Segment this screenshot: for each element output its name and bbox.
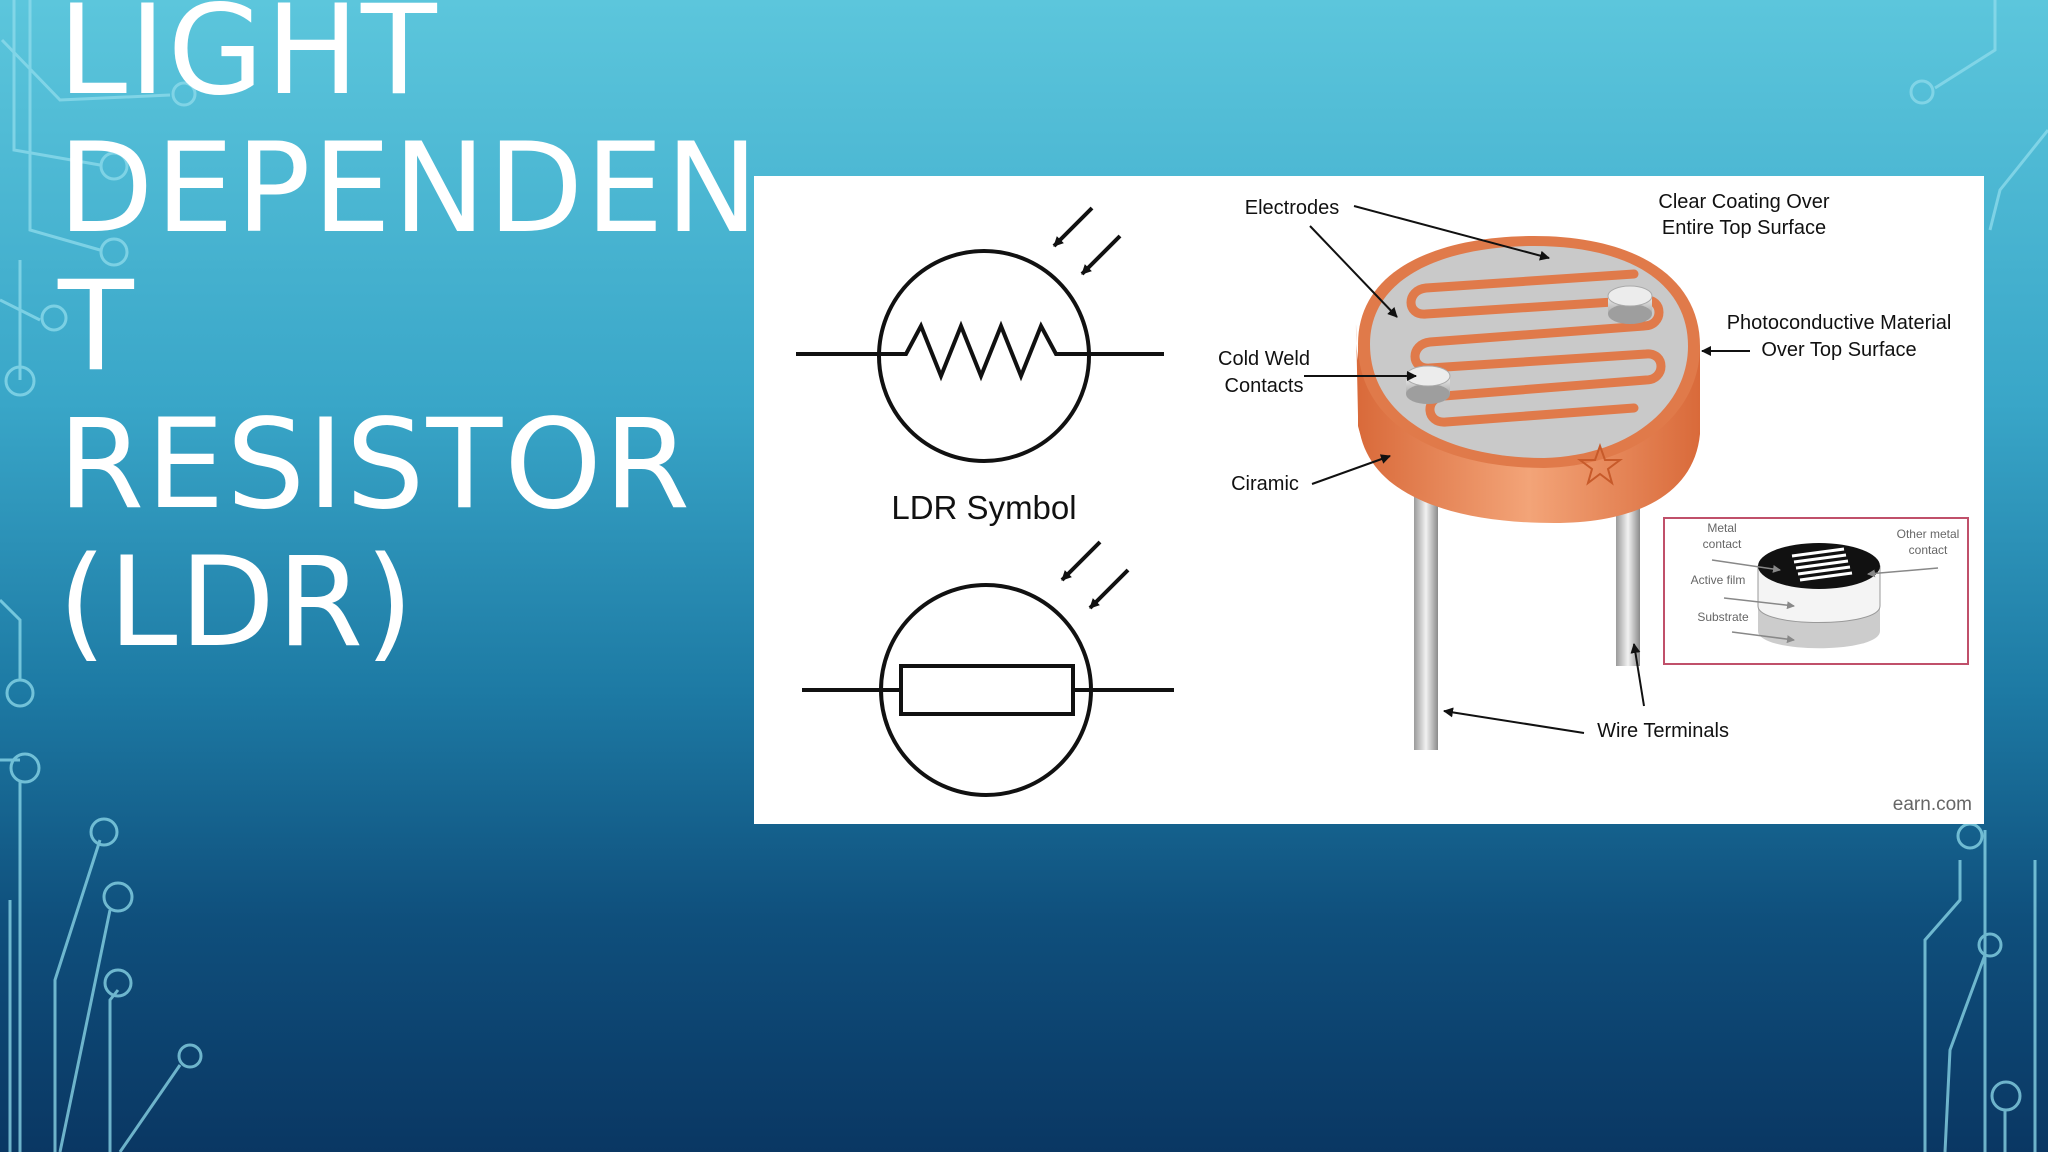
- inset-label-other-metal-line2: contact: [1909, 543, 1948, 557]
- label-wire-terminals: Wire Terminals: [1597, 720, 1729, 742]
- image-watermark: earn.com: [1893, 794, 1972, 815]
- ldr-symbol-box: [802, 540, 1174, 797]
- title-line: T: [58, 255, 136, 399]
- ldr-cross-section-inset: [1663, 517, 1969, 665]
- label-ciramic: Ciramic: [1231, 473, 1299, 495]
- ldr-diagram-svg: LDR Symbol: [796, 191, 1972, 815]
- slide-title: LIGHT DEPENDEN T RESISTOR (LDR): [58, 0, 758, 672]
- ldr-symbol-label: LDR Symbol: [891, 489, 1076, 526]
- title-line: DEPENDEN: [58, 117, 761, 261]
- inset-label-other-metal-line1: Other metal: [1897, 527, 1960, 541]
- title-line: (LDR): [58, 531, 416, 675]
- ldr-symbol-zigzag: [796, 206, 1164, 463]
- label-photoconductive-line2: Over Top Surface: [1761, 339, 1916, 361]
- label-clear-coating-line1: Clear Coating Over: [1658, 191, 1830, 213]
- label-electrodes: Electrodes: [1245, 197, 1340, 219]
- title-line: RESISTOR: [58, 393, 693, 537]
- title-line: LIGHT: [58, 0, 439, 123]
- inset-label-metal-contact-line1: Metal: [1707, 521, 1736, 535]
- inset-label-metal-contact-line2: contact: [1703, 537, 1742, 551]
- label-clear-coating-line2: Entire Top Surface: [1662, 217, 1826, 239]
- label-cold-weld-line1: Cold Weld: [1218, 348, 1310, 370]
- label-cold-weld-line2: Contacts: [1225, 375, 1304, 397]
- inset-label-substrate: Substrate: [1697, 610, 1749, 624]
- inset-label-active-film: Active film: [1691, 573, 1746, 587]
- ldr-diagram-image: LDR Symbol: [754, 176, 1984, 824]
- callout-lines: [1304, 205, 1750, 734]
- label-photoconductive-line1: Photoconductive Material: [1727, 312, 1952, 334]
- ldr-component-illustration: [1355, 236, 1700, 750]
